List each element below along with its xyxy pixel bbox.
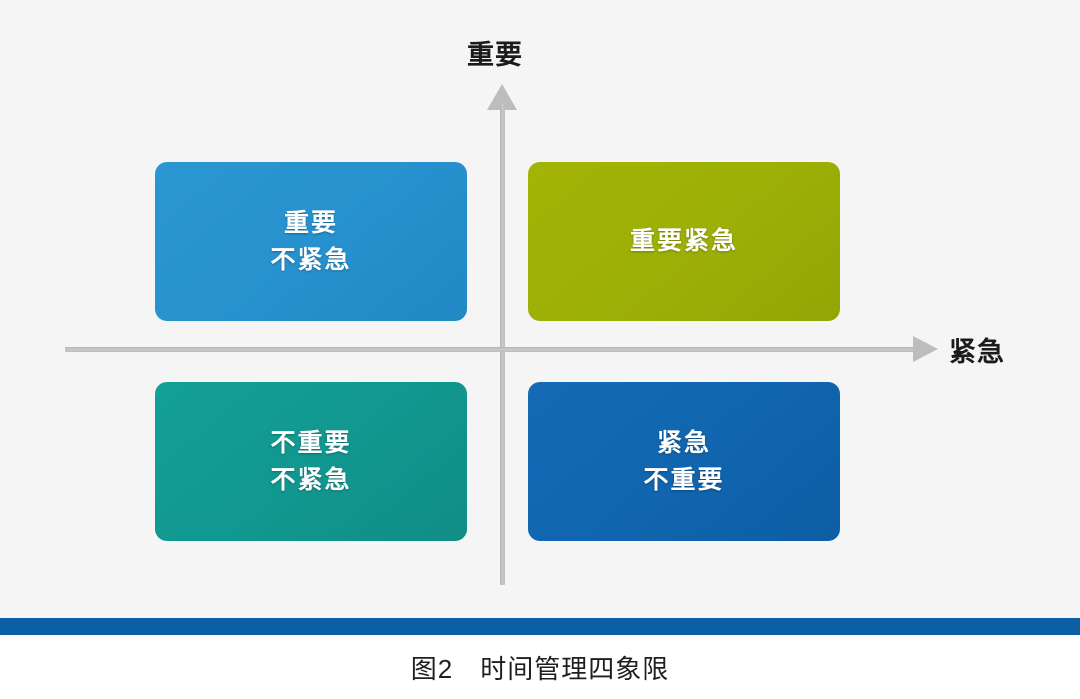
quadrant-label-line-2: 不紧急 xyxy=(270,465,352,494)
quadrant-3d-edge xyxy=(464,169,476,326)
diagram-canvas: 重要 紧急 重要 不紧急 重要紧急 不重要 不紧急 紧急 不重要 xyxy=(65,40,1005,585)
quadrant-urgent-not-important[interactable]: 紧急 不重要 xyxy=(528,382,849,546)
arrow-right-icon xyxy=(913,336,938,362)
quadrant-label-line-2: 不紧急 xyxy=(270,245,352,274)
quadrant-3d-edge xyxy=(464,389,476,546)
divider-bar xyxy=(0,618,1080,635)
quadrant-3d-edge xyxy=(837,389,849,546)
quadrant-important-urgent[interactable]: 重要紧急 xyxy=(528,162,849,326)
vertical-axis-line xyxy=(500,104,505,585)
quadrant-label-line-1: 紧急 xyxy=(656,429,711,458)
quadrant-label-line-1: 重要紧急 xyxy=(629,227,738,256)
quadrant-not-important-not-urgent[interactable]: 不重要 不紧急 xyxy=(155,382,476,546)
quadrant-label-line-1: 重要 xyxy=(283,209,338,238)
quadrant-label-line-1: 不重要 xyxy=(270,429,352,458)
horizontal-axis-line xyxy=(65,347,915,352)
figure-caption: 图2 时间管理四象限 xyxy=(410,653,670,684)
quadrant-label-line-2: 不重要 xyxy=(643,465,725,494)
axis-label-urgent: 紧急 xyxy=(949,337,1005,367)
axis-label-important: 重要 xyxy=(467,40,523,70)
quadrant-important-not-urgent[interactable]: 重要 不紧急 xyxy=(155,162,476,326)
quadrant-3d-edge xyxy=(837,169,849,326)
caption-area: 图2 时间管理四象限 xyxy=(0,635,1080,699)
